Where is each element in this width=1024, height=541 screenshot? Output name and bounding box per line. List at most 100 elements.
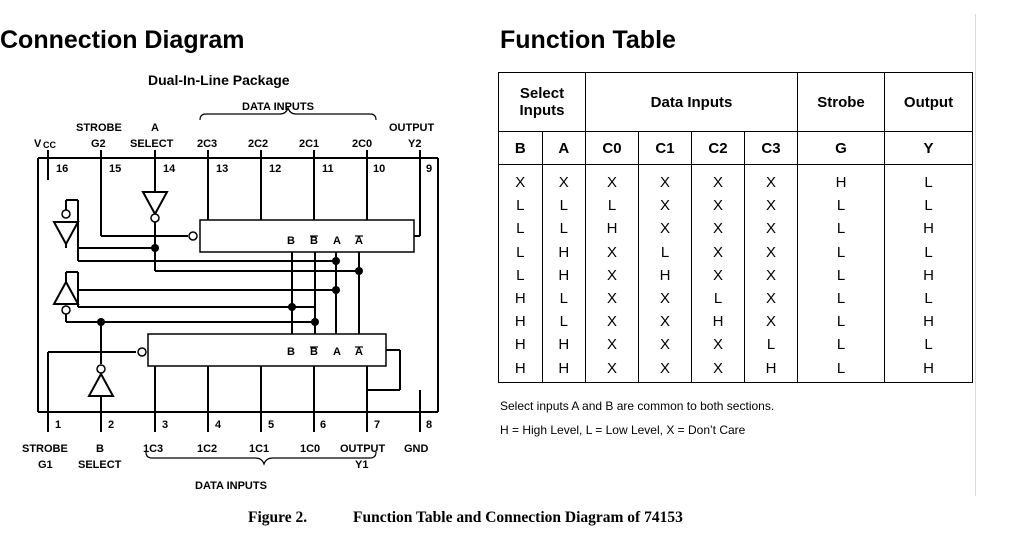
table-cell: H <box>498 333 543 357</box>
table-cell: H <box>541 263 586 287</box>
pin-9: 9 <box>426 163 432 175</box>
lower-data-wires <box>154 349 401 391</box>
g1-label: G1 <box>38 459 53 471</box>
table-cell: L <box>744 333 798 357</box>
table-cell: X <box>744 240 798 264</box>
table-cell: X <box>691 333 745 357</box>
pin-6: 6 <box>320 419 326 431</box>
upper-select-abar: A <box>355 235 367 247</box>
col-c1: C1 <box>638 131 692 165</box>
table-cell: H <box>691 310 745 334</box>
col-b: B <box>498 131 543 165</box>
table-cell: X <box>585 333 639 357</box>
table-cell: X <box>638 164 692 195</box>
b-label: B <box>96 443 104 455</box>
connection-diagram-title: Connection Diagram <box>0 26 245 54</box>
upper-mux-block <box>199 219 415 253</box>
lower-select-b: B <box>287 346 299 358</box>
a-select-buffer <box>78 180 363 275</box>
table-cell: H <box>498 286 543 311</box>
col-c0: C0 <box>585 131 639 165</box>
col-c2: C2 <box>691 131 745 165</box>
figure-caption-text: Function Table and Connection Diagram of… <box>353 509 683 526</box>
table-cell: X <box>585 164 639 195</box>
table-cell: X <box>541 164 586 195</box>
table-cell: X <box>691 240 745 264</box>
pin-2: 2 <box>108 419 114 431</box>
col-c3: C3 <box>744 131 798 165</box>
b-select-buffer <box>87 322 115 412</box>
table-cell: X <box>638 217 692 241</box>
output-y2-label: OUTPUT <box>389 122 435 134</box>
vcc-label: V <box>34 138 42 150</box>
table-cell: X <box>638 333 692 357</box>
a-select-label: SELECT <box>130 138 174 150</box>
2c2-label: 2C2 <box>248 138 268 150</box>
table-cell: H <box>884 217 973 241</box>
1c2-label: 1C2 <box>197 443 217 455</box>
table-cell: L <box>541 194 586 218</box>
pin-5: 5 <box>268 419 274 431</box>
output-y1-label: OUTPUT <box>340 443 386 455</box>
table-cell: L <box>797 286 885 311</box>
table-cell: X <box>691 356 745 383</box>
pin-1: 1 <box>55 419 61 431</box>
table-cell: X <box>691 164 745 195</box>
page-divider <box>975 14 976 496</box>
table-cell: X <box>585 356 639 383</box>
table-cell: L <box>541 217 586 241</box>
table-cell: X <box>691 217 745 241</box>
bottom-brace <box>145 451 377 466</box>
table-cell: X <box>585 286 639 311</box>
1c3-label: 1C3 <box>143 443 163 455</box>
table-cell: L <box>797 240 885 264</box>
pin-4: 4 <box>215 419 222 431</box>
upper-data-wires <box>207 180 421 237</box>
table-cell: H <box>638 263 692 287</box>
b-select-label: SELECT <box>78 459 122 471</box>
strobe-header: Strobe <box>797 72 885 132</box>
table-cell: H <box>884 356 973 383</box>
strobe-g1-wire <box>47 347 147 412</box>
table-cell: H <box>541 240 586 264</box>
a-inverter <box>52 199 340 265</box>
table-cell: X <box>498 164 543 195</box>
2c3-label: 2C3 <box>197 138 217 150</box>
pin-15: 15 <box>109 163 121 175</box>
y1-label: Y1 <box>355 459 368 471</box>
bottom-pin-labels: STROBE G1 B SELECT 1C3 1C2 1C1 1C0 OUTPU… <box>22 443 429 471</box>
top-pins: 16 15 14 13 12 11 10 9 <box>47 150 432 180</box>
bottom-data-inputs-label: DATA INPUTS <box>195 480 267 492</box>
table-cell: L <box>498 263 543 287</box>
package-outline <box>37 157 439 413</box>
function-table-title: Function Table <box>500 26 676 54</box>
top-data-inputs-label: DATA INPUTS <box>242 101 314 113</box>
strobe-g2-label: STROBE <box>76 122 122 134</box>
table-cell: X <box>691 263 745 287</box>
pin-8: 8 <box>426 419 432 431</box>
col-g: G <box>797 131 885 165</box>
data-inputs-header: Data Inputs <box>585 72 798 132</box>
lower-select-abar: A <box>355 346 367 358</box>
table-cell: X <box>744 310 798 334</box>
table-cell: X <box>744 194 798 218</box>
table-cell: L <box>797 217 885 241</box>
gnd-label: GND <box>404 443 429 455</box>
lower-select-bbar: B <box>310 346 322 358</box>
table-cell: L <box>884 333 973 357</box>
strobe-g1-label: STROBE <box>22 443 68 455</box>
table-cell: H <box>884 263 973 287</box>
col-y: Y <box>884 131 973 165</box>
table-cell: X <box>638 286 692 311</box>
lower-select-a: A <box>333 346 345 358</box>
legend-note: H = High Level, L = Low Level, X = Don’t… <box>500 423 746 437</box>
table-cell: X <box>585 240 639 264</box>
upper-select-bbar: B <box>310 235 322 247</box>
table-cell: L <box>541 286 586 311</box>
